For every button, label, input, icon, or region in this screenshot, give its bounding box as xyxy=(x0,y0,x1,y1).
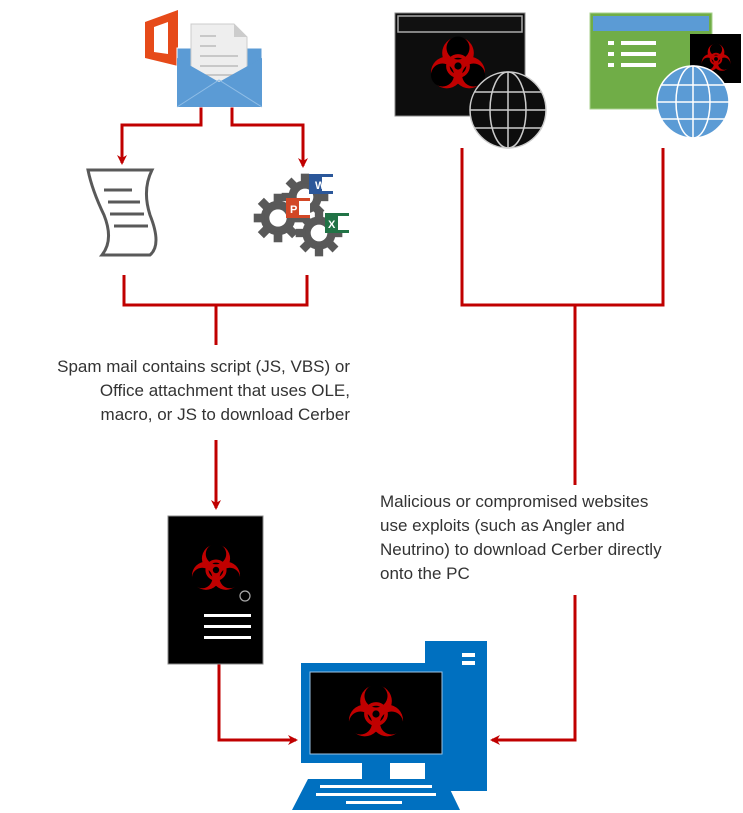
globe-icon xyxy=(656,65,730,139)
excel-icon: X xyxy=(325,213,349,233)
caption-line: Office attachment that uses OLE, xyxy=(99,381,350,400)
svg-text:W: W xyxy=(315,180,326,192)
caption-line: Neutrino) to download Cerber directly xyxy=(380,540,662,559)
caption-line: use exploits (such as Angler and xyxy=(380,516,625,535)
websites-caption: Malicious or compromised websites use ex… xyxy=(380,490,662,586)
svg-text:X: X xyxy=(328,219,336,231)
powerpoint-icon: P xyxy=(286,198,310,218)
arrow-to-script xyxy=(117,107,203,165)
infected-server-icon xyxy=(167,515,264,665)
bracket-left xyxy=(122,275,309,345)
office-docs-gears-icon: W P X xyxy=(244,164,349,266)
arrow-websites-to-pc xyxy=(490,595,577,745)
spam-mail-caption: Spam mail contains script (JS, VBS) or O… xyxy=(57,355,350,427)
caption-line: macro, or JS to download Cerber xyxy=(100,405,350,424)
email-envelope-icon xyxy=(176,23,263,108)
word-icon: W xyxy=(309,174,333,194)
caption-line: Spam mail contains script (JS, VBS) or xyxy=(57,357,350,376)
caption-line: onto the PC xyxy=(380,564,470,583)
script-scroll-icon xyxy=(86,168,158,257)
bracket-right xyxy=(460,148,665,485)
svg-text:P: P xyxy=(290,204,297,216)
compromised-website-icon xyxy=(589,12,741,139)
malicious-website-icon xyxy=(394,12,547,149)
caption-line: Malicious or compromised websites xyxy=(380,492,649,511)
arrow-server-to-pc xyxy=(217,664,298,745)
arrow-to-office-docs xyxy=(230,107,308,168)
infected-pc-icon xyxy=(292,641,487,810)
office-logo-icon xyxy=(145,10,178,66)
globe-icon xyxy=(469,71,547,149)
connector-lines xyxy=(117,107,665,745)
